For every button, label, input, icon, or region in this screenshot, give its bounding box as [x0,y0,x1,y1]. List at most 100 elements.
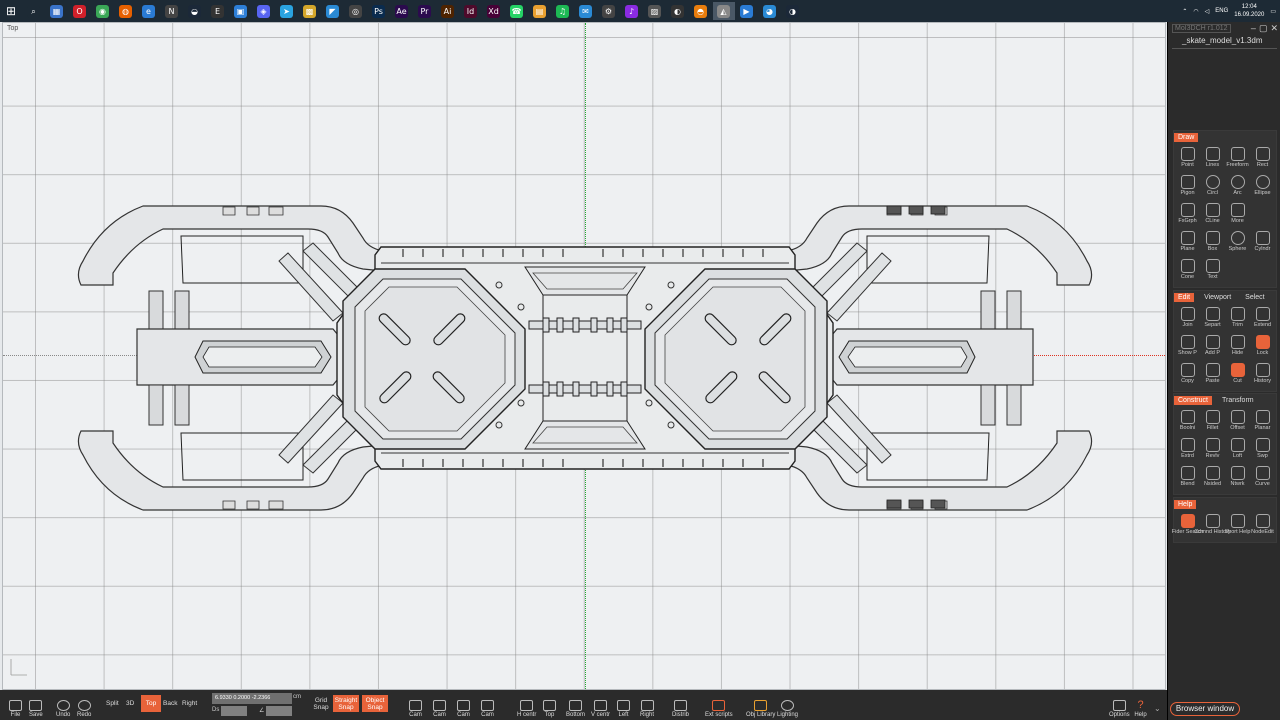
taskbar-app[interactable]: E [207,2,229,20]
undo-button[interactable]: Undo [56,692,70,718]
taskbar-app[interactable]: ◍ [115,2,137,20]
taskbar-app[interactable]: ▦ [46,2,68,20]
language-indicator[interactable]: ENG [1215,8,1229,14]
taskbar-app[interactable]: Ps [368,2,390,20]
tool-circl[interactable]: Circl [1200,173,1225,201]
taskbar-app[interactable]: ⚙ [598,2,620,20]
taskbar-app[interactable]: Ai [437,2,459,20]
taskbar-app[interactable]: ▩ [299,2,321,20]
tool-nsided[interactable]: Nsided [1200,464,1225,492]
tool-curve[interactable]: Curve [1250,464,1275,492]
taskbar-app[interactable]: ◑ [782,2,804,20]
tool-revlv[interactable]: Revlv [1200,436,1225,464]
tray-arrow-icon[interactable]: ⌃ [1182,8,1188,15]
taskbar-app[interactable]: Id [460,2,482,20]
taskbar-app[interactable]: ◓ [690,2,712,20]
tool-offset[interactable]: Offset [1225,408,1250,436]
taskbar-app[interactable]: ▤ [529,2,551,20]
tool-blend[interactable]: Blend [1175,464,1200,492]
tool-lock[interactable]: Lock [1250,333,1275,361]
tool-history[interactable]: History [1250,361,1275,389]
grid-snap-button[interactable]: Grid Snap [313,696,329,711]
tool-ntwrk[interactable]: Ntwrk [1225,464,1250,492]
taskbar-app[interactable]: ◈ [253,2,275,20]
distrib-button[interactable]: Distrib [672,692,689,718]
tool-loft[interactable]: Loft [1225,436,1250,464]
maximize-icon[interactable]: ▢ [1258,23,1268,33]
taskbar-app[interactable]: Xd [483,2,505,20]
wifi-icon[interactable]: ◠ [1193,8,1199,15]
tool-copy[interactable]: Copy [1175,361,1200,389]
cam-2-button[interactable]: Cam [433,692,446,718]
tab-viewport[interactable]: Viewport [1204,293,1232,301]
taskbar-app[interactable]: ▨ [644,2,666,20]
taskbar-app[interactable]: ◎ [345,2,367,20]
taskbar-app[interactable]: ◉ [92,2,114,20]
notifications-icon[interactable]: ▭ [1270,8,1276,15]
tool-point[interactable]: Point [1175,145,1200,173]
taskbar-app[interactable]: N [161,2,183,20]
taskbar-app[interactable]: ◒ [184,2,206,20]
tool-lines[interactable]: Lines [1200,145,1225,173]
tool-swp[interactable]: Swp [1250,436,1275,464]
chevron-down-icon[interactable]: ⌄ [1154,704,1161,713]
top-viewport[interactable]: Top [2,22,1166,690]
file-button[interactable]: File [9,692,22,718]
help-button[interactable]: ?Help [1134,699,1147,719]
tool-paste[interactable]: Paste [1200,361,1225,389]
align-h-centr-button[interactable]: H centr [517,692,536,718]
object-snap-button[interactable]: Object Snap [362,695,388,712]
tool-freeform[interactable]: Freeform [1225,145,1250,173]
tool-more[interactable]: More [1225,201,1250,229]
tool-box[interactable]: Box [1200,229,1225,257]
tool-extrd[interactable]: Extrd [1175,436,1200,464]
obj-library-button[interactable]: Obj Library [746,692,775,718]
tab-edit[interactable]: Edit [1174,292,1195,302]
align-top-button[interactable]: Top [543,692,556,718]
tool-cylndr[interactable]: Cylndr [1250,229,1275,257]
taskbar-app[interactable]: ⌕ [23,2,45,20]
tool-extend[interactable]: Extend [1250,305,1275,333]
tool-add-p[interactable]: Add P [1200,333,1225,361]
view-3d-button[interactable]: 3D [126,700,135,707]
tool-fider-search[interactable]: Fider Search [1172,512,1203,540]
taskbar-app[interactable]: ➤ [276,2,298,20]
skateboard-model[interactable] [3,23,1166,690]
taskbar-app[interactable]: ◭ [712,2,735,20]
taskbar-app[interactable]: Ae [391,2,413,20]
tool-join[interactable]: Join [1175,305,1200,333]
redo-button[interactable]: Redo [77,692,91,718]
tool-comnd-history[interactable]: Comnd History [1194,512,1231,540]
browser-window-button[interactable]: Browser window [1170,702,1240,716]
cam-1-button[interactable]: Cam [409,692,422,718]
align-left-button[interactable]: Left [617,692,630,718]
taskbar-app[interactable]: O [69,2,91,20]
tool-fxgrph[interactable]: FxGrph [1175,201,1200,229]
options-button[interactable]: Options [1109,692,1130,718]
clock[interactable]: 12:04 16.09.2020 [1234,3,1264,19]
save-button[interactable]: Save [29,692,43,718]
tab-construct[interactable]: Construct [1174,395,1212,405]
close-icon[interactable]: ✕ [1270,23,1278,33]
volume-icon[interactable]: ◁ [1204,8,1210,15]
tool-arc[interactable]: Arc [1225,173,1250,201]
tool-plane[interactable]: Plane [1175,229,1200,257]
tool-separt[interactable]: Separt [1200,305,1225,333]
view-right-button[interactable]: Right [182,700,198,707]
taskbar-app[interactable]: ♪ [621,2,643,20]
tool-boolni[interactable]: Boolni [1175,408,1200,436]
tool-trim[interactable]: Trim [1225,305,1250,333]
tool-sphere[interactable]: Sphere [1225,229,1250,257]
taskbar-app[interactable]: ☎ [506,2,528,20]
tool-planar[interactable]: Planar [1250,408,1275,436]
tool-ellipse[interactable]: Ellipse [1250,173,1275,201]
tab-draw[interactable]: Draw [1174,132,1199,142]
taskbar-app[interactable]: e [138,2,160,20]
tool-hide[interactable]: Hide [1225,333,1250,361]
windows-start-icon[interactable]: ⊞ [5,4,17,18]
taskbar-app[interactable]: Pr [414,2,436,20]
tool-cline[interactable]: CLine [1200,201,1225,229]
tool-cut[interactable]: Cut [1225,361,1250,389]
tool-cone[interactable]: Cone [1175,257,1200,285]
taskbar-app[interactable]: ✉ [575,2,597,20]
